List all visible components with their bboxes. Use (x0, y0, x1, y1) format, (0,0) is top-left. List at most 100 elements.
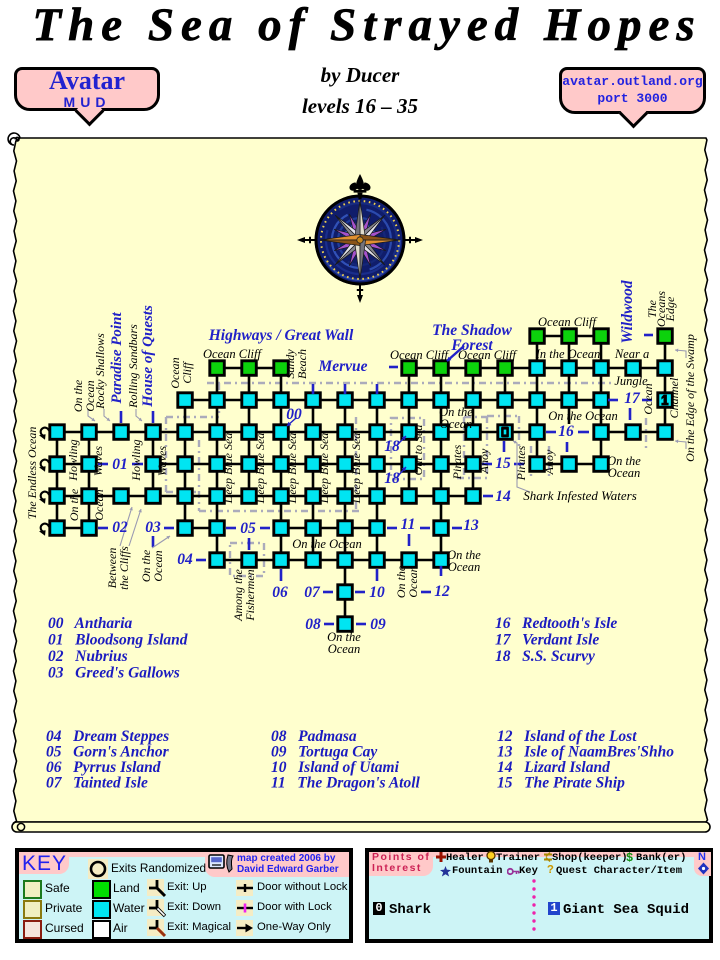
svg-text:Ocean: Ocean (448, 560, 481, 574)
svg-text:On the: On the (71, 379, 85, 412)
svg-text:Between: Between (105, 548, 119, 589)
svg-text:Waves: Waves (155, 446, 169, 477)
svg-text:14 Lizard Island: 14 Lizard Island (497, 759, 610, 776)
svg-text:07: 07 (304, 584, 321, 601)
svg-text:Fishermen: Fishermen (243, 569, 257, 621)
svg-text:Highways / Great Wall: Highways / Great Wall (208, 327, 354, 344)
svg-text:11: 11 (401, 516, 416, 533)
svg-text:03 Greed's Gallows: 03 Greed's Gallows (48, 665, 180, 682)
svg-text:Ocean: Ocean (328, 642, 361, 656)
svg-text:On the: On the (447, 548, 481, 562)
svg-text:Ocean: Ocean (83, 380, 97, 411)
svg-text:Ocean Cliff: Ocean Cliff (390, 348, 450, 362)
svg-text:Rolling Sandbars: Rolling Sandbars (126, 324, 140, 409)
svg-text:Ocean: Ocean (641, 383, 655, 414)
svg-text:12: 12 (434, 583, 450, 600)
svg-text:12 Island of the Lost: 12 Island of the Lost (497, 728, 637, 745)
svg-text:Deep Blue Sea: Deep Blue Sea (221, 433, 235, 505)
svg-text:Jungle: Jungle (614, 374, 648, 388)
svg-text:Oceans: Oceans (654, 291, 668, 327)
svg-text:Wildwood: Wildwood (619, 280, 636, 343)
svg-text:10 Island of Utami: 10 Island of Utami (271, 759, 400, 776)
svg-text:On the Ocean: On the Ocean (292, 537, 361, 551)
svg-text:01: 01 (112, 456, 128, 473)
svg-text:Ocean: Ocean (440, 417, 473, 431)
svg-text:15: 15 (495, 455, 511, 472)
svg-text:Ocean Cliff: Ocean Cliff (538, 315, 598, 329)
svg-text:On the: On the (327, 630, 361, 644)
svg-text:08: 08 (305, 616, 321, 633)
svg-text:Rocky Shallows: Rocky Shallows (93, 333, 107, 410)
svg-text:Ocean Cliff: Ocean Cliff (458, 348, 518, 362)
svg-text:On the Ocean: On the Ocean (548, 409, 617, 423)
svg-text:15 The Pirate Ship: 15 The Pirate Ship (497, 775, 625, 792)
svg-text:Ocean: Ocean (406, 566, 420, 597)
svg-text:01 Bloodsong Island: 01 Bloodsong Island (48, 632, 188, 649)
svg-text:Paradise Point: Paradise Point (109, 312, 125, 404)
svg-text:Sandy: Sandy (283, 349, 297, 379)
svg-text:Deep Blue Sea: Deep Blue Sea (253, 433, 267, 505)
svg-text:The Endless Ocean: The Endless Ocean (25, 427, 39, 520)
svg-text:18 S.S. Scurvy: 18 S.S. Scurvy (495, 648, 595, 665)
svg-text:Forest: Forest (450, 337, 493, 354)
svg-text:Ocean: Ocean (92, 489, 106, 520)
svg-text:10: 10 (369, 584, 385, 601)
svg-text:08 Padmasa: 08 Padmasa (271, 728, 357, 745)
svg-text:Edge: Edge (663, 296, 677, 322)
svg-text:Mervue: Mervue (317, 358, 367, 375)
svg-text:The: The (645, 299, 659, 318)
svg-text:14: 14 (495, 488, 511, 505)
svg-text:16 Redtooth's Isle: 16 Redtooth's Isle (495, 615, 617, 632)
svg-text:Deep Blue Sea: Deep Blue Sea (285, 433, 299, 505)
svg-text:Waves: Waves (91, 446, 105, 477)
svg-text:06: 06 (272, 584, 288, 601)
svg-text:On the: On the (439, 405, 473, 419)
svg-text:18: 18 (384, 438, 400, 455)
svg-text:04: 04 (177, 551, 193, 568)
svg-text:02 Nubrius: 02 Nubrius (48, 648, 128, 665)
svg-text:02: 02 (112, 519, 128, 536)
svg-text:House of Quests: House of Quests (140, 305, 156, 408)
svg-text:Ocean: Ocean (608, 466, 641, 480)
svg-text:Near a: Near a (614, 347, 649, 361)
svg-text:18: 18 (384, 470, 400, 487)
svg-text:On the: On the (67, 488, 81, 521)
svg-text:Pirates: Pirates (450, 444, 464, 480)
svg-text:04 Dream Steppes: 04 Dream Steppes (46, 728, 169, 745)
svg-text:Ocean: Ocean (168, 357, 182, 388)
svg-text:05 Gorn's Anchor: 05 Gorn's Anchor (46, 744, 170, 761)
svg-text:Howling: Howling (129, 439, 143, 481)
svg-text:00 Antharia: 00 Antharia (48, 615, 133, 632)
svg-text:the Cliffs: the Cliffs (117, 546, 131, 590)
svg-text:16: 16 (558, 423, 574, 440)
svg-text:17: 17 (624, 390, 641, 407)
svg-text:Cliff: Cliff (180, 361, 194, 384)
svg-text:Ocean: Ocean (151, 550, 165, 581)
svg-text:13: 13 (463, 517, 479, 534)
svg-text:On the: On the (607, 454, 641, 468)
svg-text:00: 00 (286, 406, 302, 423)
svg-text:Ocean Cliff: Ocean Cliff (203, 347, 263, 361)
svg-text:Howling: Howling (66, 439, 80, 481)
svg-text:13 Isle of NaamBres'Shho: 13 Isle of NaamBres'Shho (497, 744, 674, 761)
svg-text:On the: On the (139, 549, 153, 582)
svg-text:11 The Dragon's Atoll: 11 The Dragon's Atoll (271, 775, 421, 792)
svg-text:06 Pyrrus Island: 06 Pyrrus Island (46, 759, 161, 776)
svg-text:Deep Blue Sea: Deep Blue Sea (349, 433, 363, 505)
svg-text:03: 03 (145, 519, 161, 536)
svg-text:Ahoy: Ahoy (542, 449, 556, 475)
svg-text:09: 09 (370, 616, 386, 633)
svg-text:Deep Blue Sea: Deep Blue Sea (317, 433, 331, 505)
svg-text:05: 05 (240, 520, 256, 537)
svg-text:Ahoy: Ahoy (477, 448, 491, 474)
svg-text:On the Edge of the Swamp: On the Edge of the Swamp (683, 334, 697, 462)
svg-text:The Shadow: The Shadow (432, 322, 512, 339)
svg-text:Among the: Among the (231, 568, 245, 621)
svg-text:Out to Sea: Out to Sea (411, 425, 425, 476)
svg-text:Beach: Beach (295, 349, 309, 379)
svg-text:Pirates: Pirates (514, 445, 528, 481)
svg-text:On the: On the (394, 565, 408, 598)
svg-text:Shark Infested Waters: Shark Infested Waters (523, 488, 637, 503)
svg-text:07 Tainted Isle: 07 Tainted Isle (46, 775, 148, 792)
svg-text:17 Verdant Isle: 17 Verdant Isle (495, 632, 599, 649)
